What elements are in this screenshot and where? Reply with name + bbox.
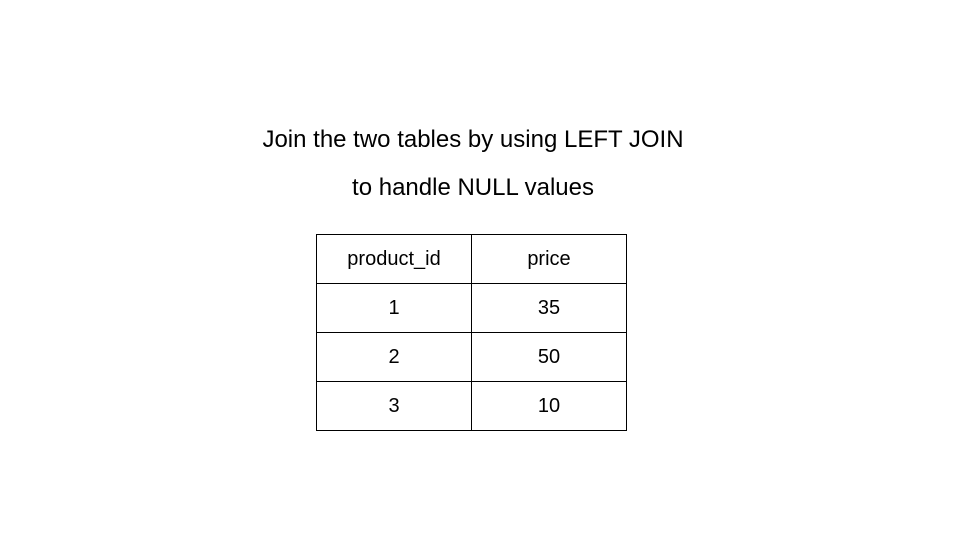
table-row: 1 35 — [316, 283, 627, 333]
title-line-2: to handle NULL values — [352, 174, 594, 201]
products-table: product_id price 1 35 2 50 3 10 — [316, 234, 627, 431]
cell-product-id: 2 — [316, 332, 472, 382]
cell-price: 10 — [471, 381, 627, 431]
table-row: 2 50 — [316, 332, 627, 382]
cell-product-id: 1 — [316, 283, 472, 333]
table-header-row: product_id price — [316, 234, 627, 284]
cell-price: 50 — [471, 332, 627, 382]
column-header-price: price — [471, 234, 627, 284]
cell-product-id: 3 — [316, 381, 472, 431]
cell-price: 35 — [471, 283, 627, 333]
table-row: 3 10 — [316, 381, 627, 431]
title-line-1: Join the two tables by using LEFT JOIN — [262, 126, 684, 153]
column-header-product-id: product_id — [316, 234, 472, 284]
